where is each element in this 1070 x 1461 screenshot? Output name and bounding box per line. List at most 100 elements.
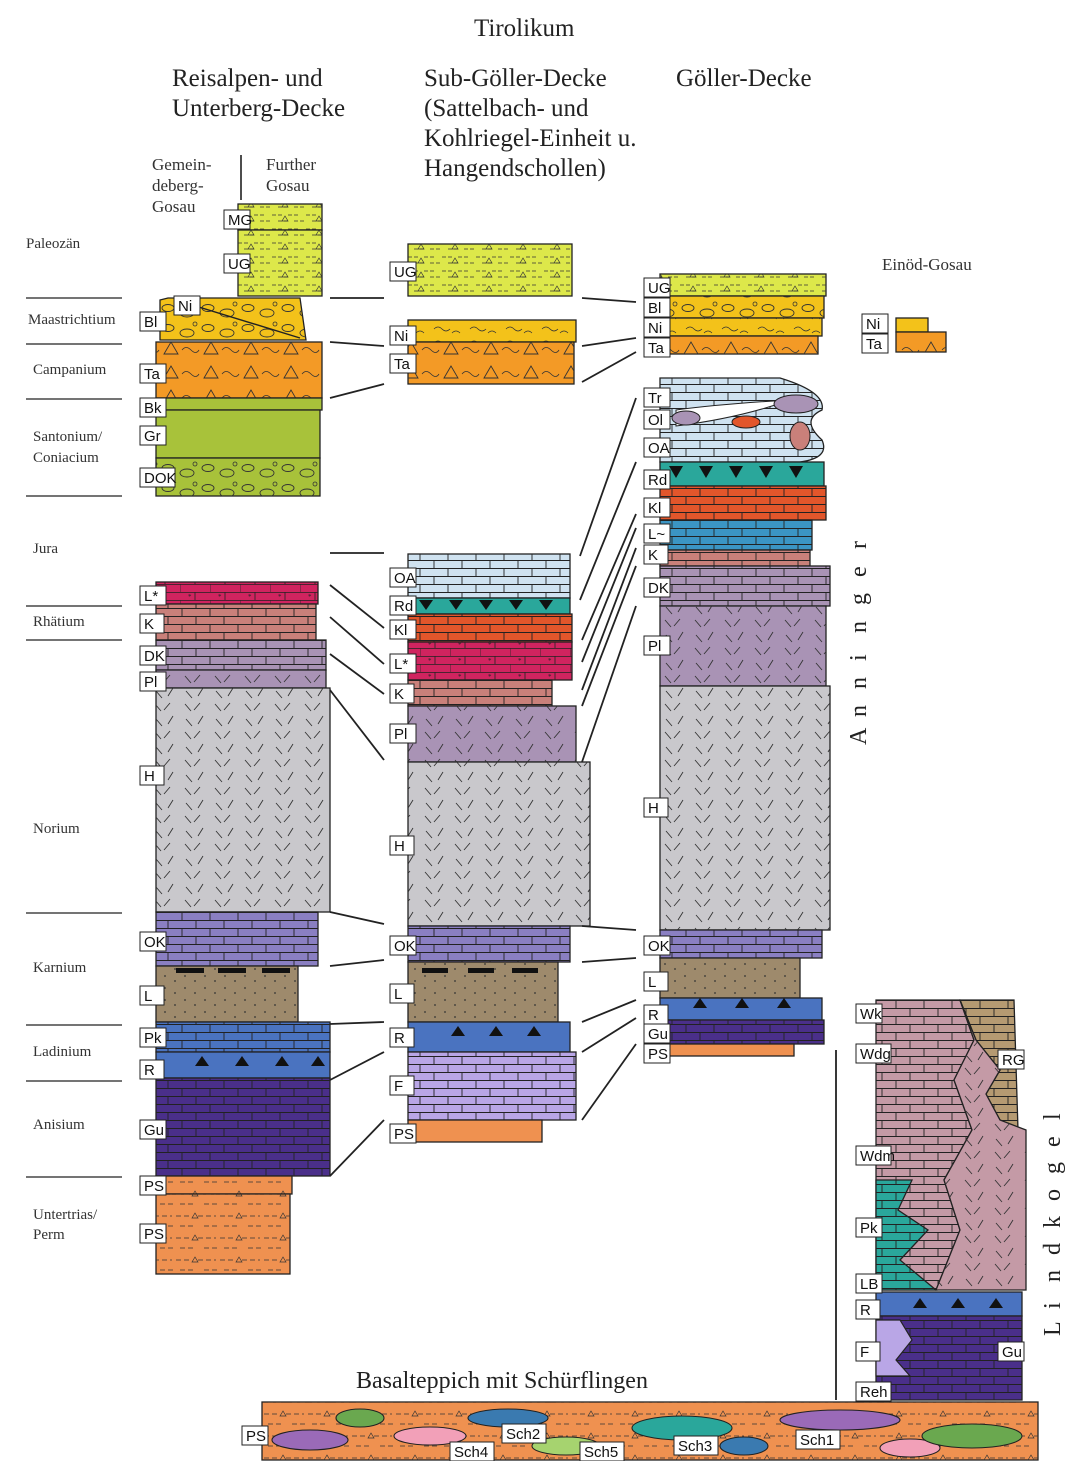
lindkogel-unit-Pk: Pk bbox=[860, 1220, 878, 1237]
col1-unit-L: L bbox=[144, 988, 152, 1005]
col1-unit-DK: DK bbox=[144, 648, 165, 665]
col1-r-triangle bbox=[235, 1056, 249, 1066]
col1-unit-Pk: Pk bbox=[144, 1030, 162, 1047]
col1-unit-Gu: Gu bbox=[144, 1122, 164, 1139]
col2-r-triangle bbox=[527, 1026, 541, 1036]
col3-layer-dk-pattern bbox=[660, 566, 830, 606]
heading-subgoller-line: Sub-Göller-Decke bbox=[424, 65, 607, 92]
col2-layer-kl-pattern bbox=[408, 614, 572, 642]
lindkogel-unit-Reh: Reh bbox=[860, 1384, 888, 1401]
col3-unit-Ol: Ol bbox=[648, 412, 663, 429]
correlation-line bbox=[581, 565, 637, 707]
col3-unit-OK: OK bbox=[648, 938, 670, 955]
lindkogel-letter: n bbox=[1040, 1270, 1066, 1282]
col2-layer-oa-pattern bbox=[408, 554, 570, 598]
col2-layer-ok-pattern bbox=[408, 926, 570, 962]
heading-goller-line: Göller-Decke bbox=[676, 65, 812, 92]
col2-rd-triangle bbox=[419, 600, 433, 610]
col1-unit-Gr: Gr bbox=[144, 428, 161, 445]
col2-layer-k-pattern bbox=[408, 680, 552, 706]
col2-unit-R: R bbox=[394, 1030, 405, 1047]
lindkogel-unit-Wdg: Wdg bbox=[860, 1046, 891, 1063]
col3-unit-Tr: Tr bbox=[648, 390, 662, 407]
col1-layer-k-pattern bbox=[156, 604, 316, 640]
col1-unit-L-box bbox=[139, 985, 165, 1006]
col2-unit-L*: L* bbox=[394, 656, 408, 673]
col3-layer-ps bbox=[659, 1043, 795, 1057]
basal-clast bbox=[393, 1426, 467, 1446]
col2-unit-Rd-box bbox=[389, 595, 417, 616]
col1-unit-H: H bbox=[144, 768, 155, 785]
basal-clast bbox=[921, 1423, 1023, 1449]
col3-unit-Rd: Rd bbox=[648, 472, 667, 489]
col2-unit-K: K bbox=[394, 686, 404, 703]
col2-unit-R-box bbox=[389, 1027, 415, 1048]
correlation-line bbox=[581, 925, 637, 931]
einoed-unit-Ni: Ni bbox=[866, 316, 880, 333]
col3-unit-OA: OA bbox=[648, 440, 670, 457]
col1-unit-Gu-box bbox=[139, 1119, 167, 1140]
col3-unit-DK: DK bbox=[648, 580, 669, 597]
lindkogel-unit-Gu: Gu bbox=[1002, 1344, 1022, 1361]
col2-layer-ug-pattern bbox=[408, 244, 572, 296]
col3-unit-R: R bbox=[648, 1007, 659, 1024]
correlation-line bbox=[329, 341, 385, 347]
heading-subgoller-line: Hangendschollen) bbox=[424, 155, 606, 182]
col1-unit-L*: L* bbox=[144, 588, 158, 605]
col2-unit-Kl: Kl bbox=[394, 622, 407, 639]
col2-layer-ta-pattern bbox=[408, 342, 574, 384]
col2-unit-Pl-box bbox=[389, 723, 417, 744]
col1-unit-DOK: DOK bbox=[144, 470, 177, 487]
col1-unit-Bk: Bk bbox=[144, 400, 162, 417]
basal-unit-Sch5-box bbox=[579, 1441, 625, 1461]
col3-rd-triangle bbox=[699, 466, 713, 478]
heading-further-line: Gosau bbox=[266, 176, 310, 195]
col2-layer-lstar-pattern bbox=[408, 642, 572, 680]
heading-gemeindeberg-line: Gemein- bbox=[152, 155, 212, 174]
einoed-unit-Ta: Ta bbox=[866, 336, 883, 353]
col1-layer-dok-pattern bbox=[156, 458, 320, 496]
col3-rd-triangle bbox=[789, 466, 803, 478]
col2-layer-h-pattern bbox=[408, 762, 590, 926]
col2-unit-Ta-box bbox=[389, 353, 417, 374]
col1-unit-H-box bbox=[139, 765, 165, 786]
stage-label: Ladinium bbox=[33, 1044, 92, 1060]
col3-unit-Ta-box bbox=[643, 337, 671, 358]
col2-rd-triangle bbox=[479, 600, 493, 610]
correlation-line bbox=[579, 397, 637, 557]
col2-unit-OK-box bbox=[389, 935, 417, 956]
col1-layer-dk-pattern bbox=[156, 640, 326, 670]
correlation-line bbox=[581, 957, 637, 963]
basal-clast bbox=[271, 1429, 349, 1451]
heading-subgoller-line: Kohlriegel-Einheit u. bbox=[424, 125, 636, 152]
lindkogel-letter: k bbox=[1040, 1216, 1066, 1228]
lindkogel-letter: e bbox=[1040, 1136, 1066, 1147]
lindkogel-unit-Wdg-box bbox=[855, 1043, 892, 1064]
col3-unit-UG: UG bbox=[648, 280, 671, 297]
correlation-line bbox=[329, 383, 385, 399]
lindkogel-unit-Gu-box bbox=[997, 1341, 1025, 1362]
col1-unit-K: K bbox=[144, 616, 154, 633]
lindkogel-letter: o bbox=[1040, 1189, 1066, 1201]
col2-unit-Ta: Ta bbox=[394, 356, 411, 373]
col1-layer-lstar-pattern bbox=[156, 582, 318, 604]
lindkogel-unit-Wk-box bbox=[855, 1003, 883, 1024]
correlation-line bbox=[581, 337, 637, 347]
stage-label: Maastrichtium bbox=[28, 312, 116, 328]
col1-l-dash bbox=[218, 968, 246, 973]
col3-unit-L~-box bbox=[643, 523, 671, 544]
col3-layer-k-pattern bbox=[660, 550, 810, 566]
col1-layer-ta-pattern bbox=[156, 342, 322, 398]
col2-unit-H-box bbox=[389, 835, 415, 856]
col1-unit-PS-box bbox=[139, 1175, 167, 1196]
anninger-letter: n bbox=[846, 705, 872, 717]
lindkogel-unit-Wdm: Wdm bbox=[860, 1148, 895, 1165]
lindkogel-letter: d bbox=[1040, 1243, 1066, 1255]
col3-clast bbox=[671, 410, 701, 426]
col1-layer-gu-pattern bbox=[156, 1078, 330, 1176]
heading-basalteppich: Basalteppich mit Schürflingen bbox=[356, 1368, 648, 1394]
lindkogel-letter: L bbox=[1040, 1321, 1066, 1336]
basal-unit-Sch4-box bbox=[449, 1441, 495, 1461]
stage-label: Untertrias/ bbox=[33, 1207, 98, 1223]
col1-unit-Ta: Ta bbox=[144, 366, 161, 383]
